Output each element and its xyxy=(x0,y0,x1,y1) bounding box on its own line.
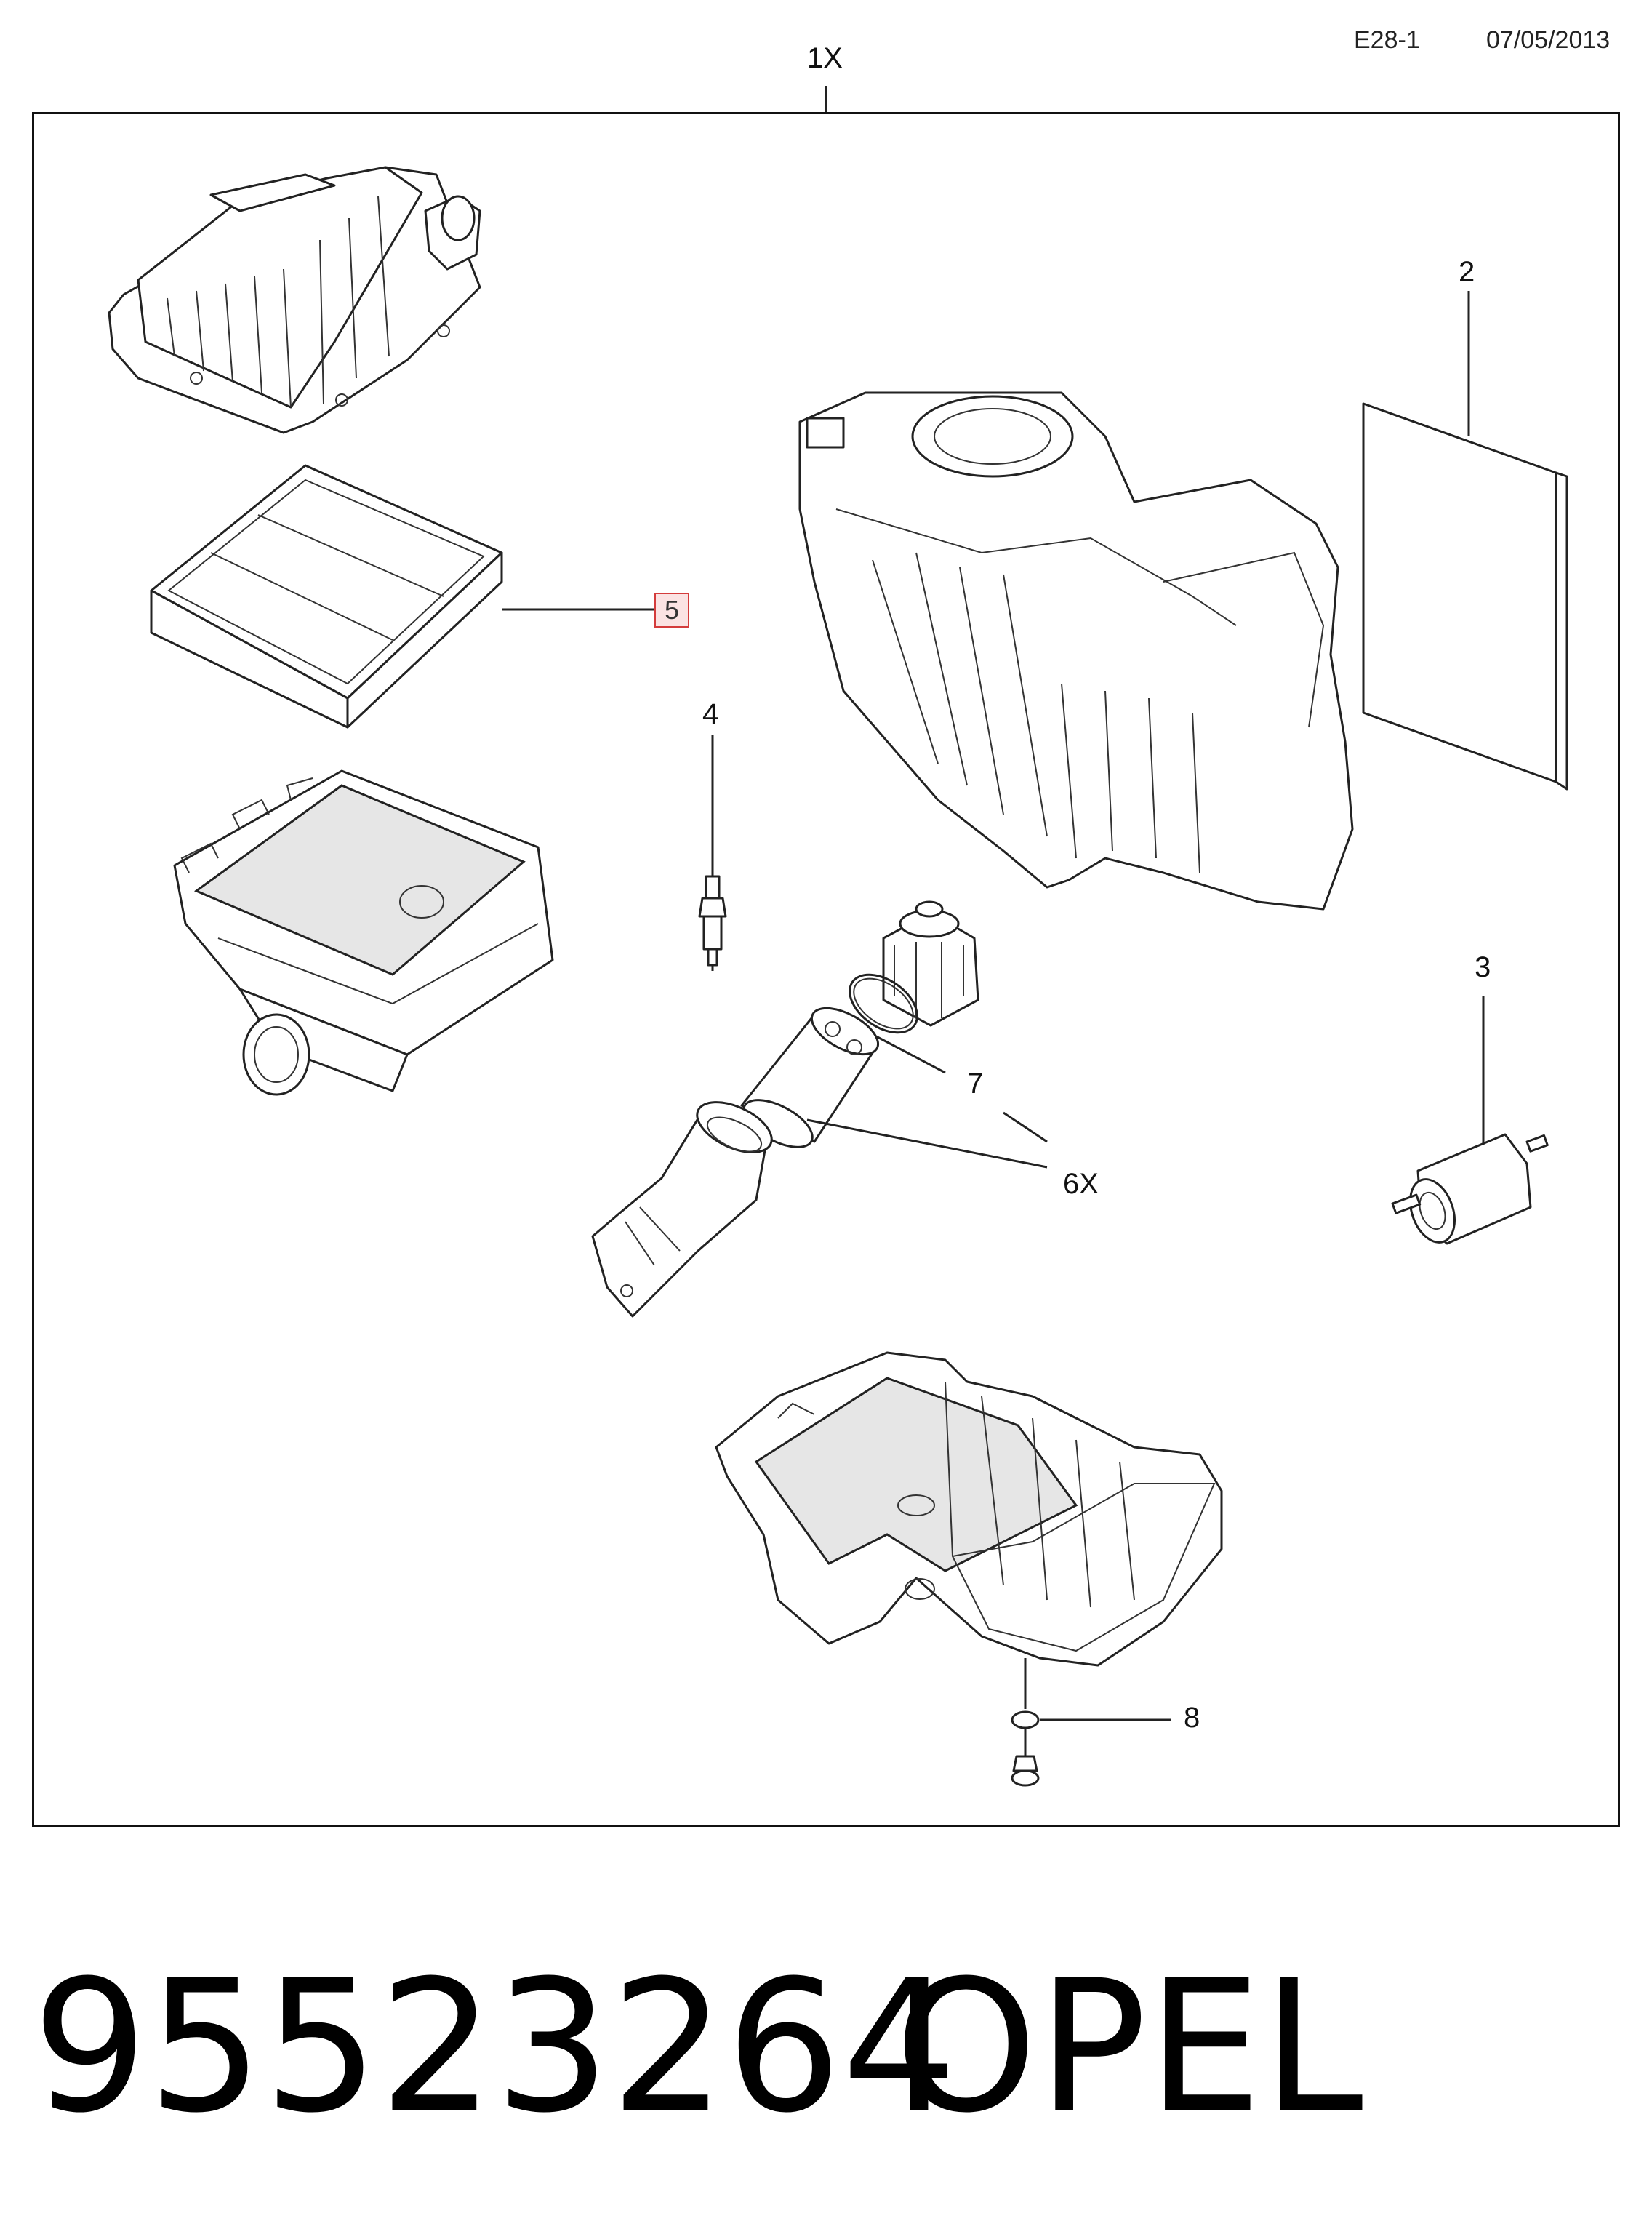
oil-filter-housing xyxy=(591,1101,773,1318)
oil-pan xyxy=(715,1351,1223,1667)
callout-4: 4 xyxy=(702,698,719,730)
oil-filter-cap xyxy=(882,900,979,1027)
air-filter-element xyxy=(150,464,503,729)
diagram-date: 07/05/2013 xyxy=(1486,26,1611,54)
oil-filter-element xyxy=(740,1007,880,1148)
callout-2: 2 xyxy=(1459,256,1475,288)
drain-plug xyxy=(1011,1728,1040,1787)
drain-plug-washer xyxy=(1011,1710,1040,1729)
callout-7: 7 xyxy=(967,1068,984,1100)
airbox-lower-housing xyxy=(173,769,554,1096)
part-number: 95523264 xyxy=(32,1941,958,2153)
brand-name: OPEL xyxy=(894,1941,1363,2153)
callout-8: 8 xyxy=(1184,1702,1200,1734)
fuel-filter xyxy=(1391,1133,1549,1245)
cabin-filter xyxy=(1362,402,1568,791)
oil-filter-oring xyxy=(849,973,918,1034)
callout-7-leader xyxy=(875,1035,946,1074)
diagram-code: E28-1 xyxy=(1354,26,1420,54)
intake-housing xyxy=(798,391,1354,911)
airbox-upper-cover xyxy=(108,166,481,434)
spark-plug xyxy=(698,735,727,971)
diagram-frame xyxy=(32,112,1620,1827)
callout-6x: 6X xyxy=(1063,1168,1099,1200)
callout-6x-leader xyxy=(806,1118,1048,1169)
callout-1x: 1X xyxy=(807,42,843,74)
callout-3: 3 xyxy=(1475,951,1491,983)
callout-5-highlighted[interactable]: 5 xyxy=(654,593,690,628)
